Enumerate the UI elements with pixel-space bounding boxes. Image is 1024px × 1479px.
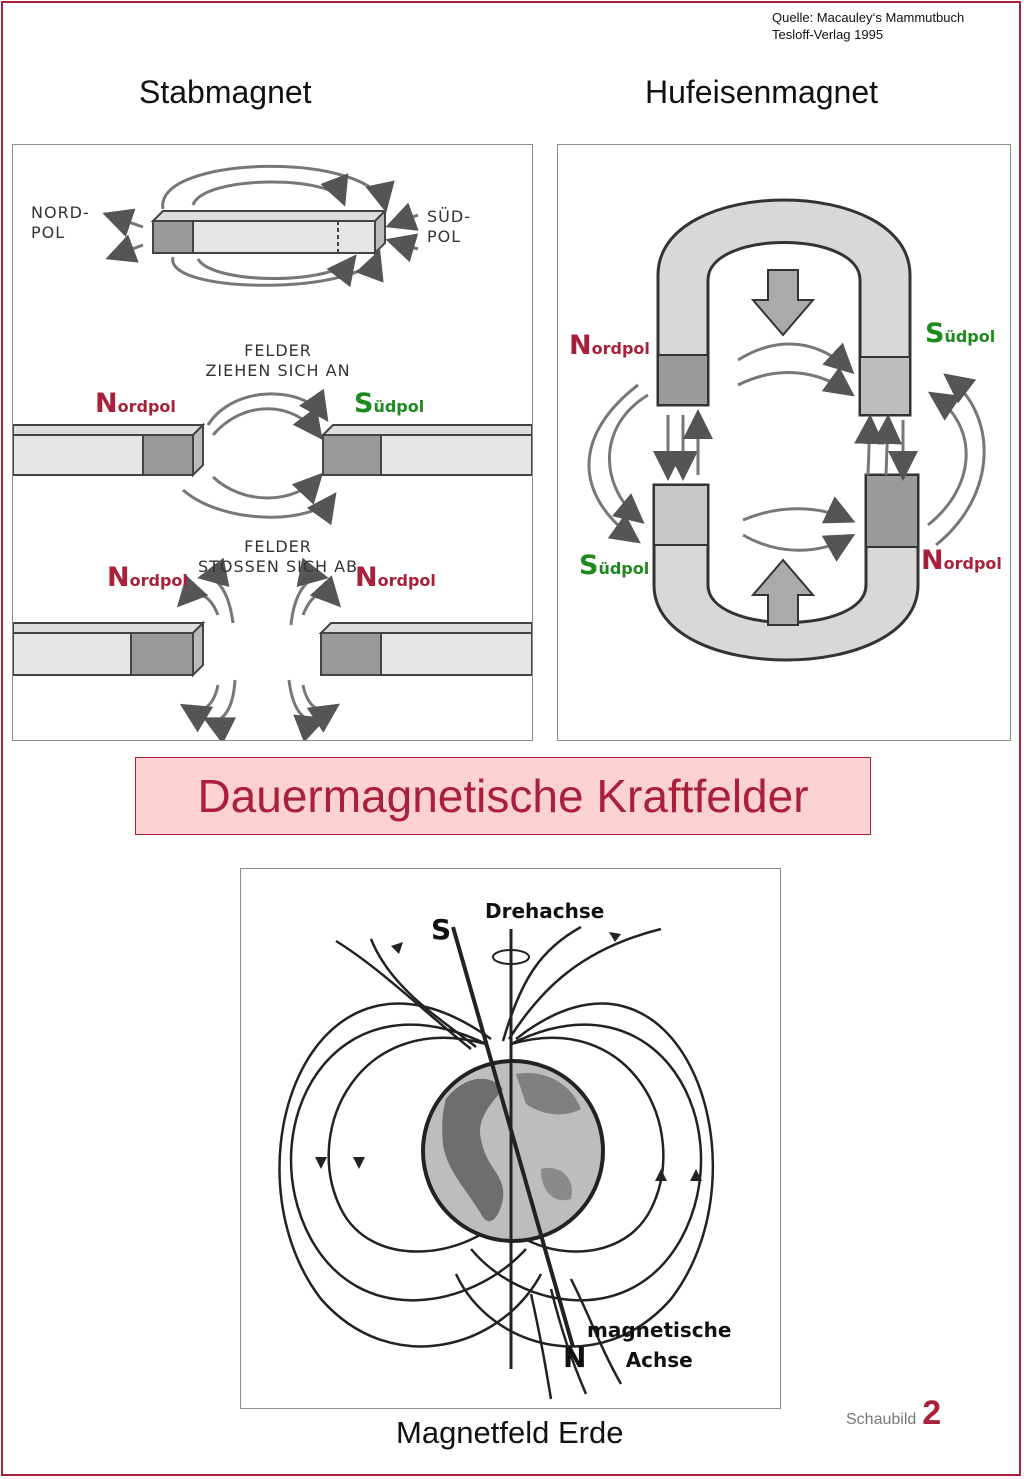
figure-badge-label: Schaubild xyxy=(846,1411,917,1428)
attract-right-label: Südpol xyxy=(354,388,425,419)
earth-n-label: N xyxy=(563,1341,587,1374)
earth-caption: Magnetfeld Erde xyxy=(396,1415,624,1450)
nord-pol-sketch-label: NORD- POL xyxy=(31,203,90,242)
figure-badge-number: 2 xyxy=(922,1394,942,1432)
main-title: Dauermagnetische Kraftfelder xyxy=(197,770,809,822)
source-note: Quelle: Macauley‘s Mammutbuch Tesloff-Ve… xyxy=(772,9,964,43)
figure-badge: Schaubild 2 xyxy=(846,1394,941,1433)
repel-left-magnet xyxy=(13,620,206,678)
bar-magnet-drawing xyxy=(13,164,532,740)
rotation-axis-label: Drehachse xyxy=(485,899,605,923)
horseshoe-panel xyxy=(557,144,1011,741)
repel-left-label: Nordpol xyxy=(107,562,188,593)
source-line-1: Quelle: Macauley‘s Mammutbuch xyxy=(772,10,965,25)
earth-drawing xyxy=(278,925,714,1400)
horseshoe-top-right-label: Südpol xyxy=(925,318,996,349)
repel-caption: FELDER STOSSEN SICH AB xyxy=(197,537,359,576)
top-bar-magnet xyxy=(150,208,388,256)
attract-caption: FELDER ZIEHEN SICH AN xyxy=(205,341,351,380)
earth-panel: S Drehachse N magnetische Achse xyxy=(240,868,781,1409)
repel-right-magnet xyxy=(318,622,532,676)
attract-left-label: Nordpol xyxy=(95,388,176,419)
horseshoe-drawing xyxy=(587,198,986,662)
source-line-2: Tesloff-Verlag 1995 xyxy=(772,27,884,42)
attract-left-magnet xyxy=(13,422,206,478)
horseshoe-bottom-right-label: Nordpol xyxy=(921,545,1002,576)
sued-pol-sketch-label: SÜD- POL xyxy=(427,207,471,246)
horseshoe-top-left-label: Nordpol xyxy=(569,330,650,361)
main-title-banner: Dauermagnetische Kraftfelder xyxy=(135,757,871,835)
horseshoe-bottom-left-label: Südpol xyxy=(579,550,650,581)
earth-s-label: S xyxy=(431,913,452,946)
bar-magnet-title: Stabmagnet xyxy=(139,74,312,110)
horseshoe-title: Hufeisenmagnet xyxy=(645,74,879,110)
magnetic-axis-label: magnetische Achse xyxy=(587,1318,732,1372)
attract-right-magnet xyxy=(320,424,532,476)
repel-right-label: Nordpol xyxy=(355,562,436,593)
bar-magnet-panel: NORD- POL SÜD- POL FELDER ZIEHEN SICH AN… xyxy=(12,144,533,741)
